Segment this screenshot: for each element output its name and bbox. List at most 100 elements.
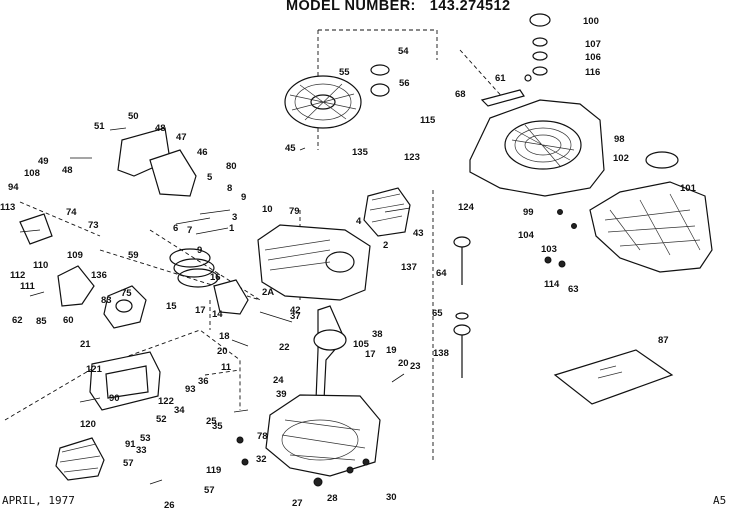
callout-48: 48 [155,123,166,134]
callout-17: 17 [195,305,206,316]
cylinder-block [257,224,371,301]
callout-32: 32 [256,454,267,465]
callout-94: 94 [8,182,19,193]
callout-83: 83 [101,295,112,306]
callout-52: 52 [156,414,167,425]
blower-housing [469,99,605,197]
callout-48: 48 [62,165,73,176]
callout-24: 24 [273,375,284,386]
callout-46: 46 [197,147,208,158]
callout-57: 57 [204,485,215,496]
callout-9: 9 [241,192,246,203]
callout-53: 53 [140,433,151,444]
callout-78: 78 [257,431,268,442]
callout-116: 116 [585,67,600,78]
callout-112: 112 [10,270,25,281]
callout-137: 137 [401,262,417,273]
callout-79: 79 [289,206,300,217]
callout-100: 100 [583,16,599,27]
owners-manual [553,349,674,405]
callout-6: 6 [173,223,178,234]
callout-28: 28 [327,493,338,504]
callout-124: 124 [458,202,475,213]
starter-parts [370,13,551,107]
callout-91: 91 [125,439,136,450]
callout-99: 99 [523,207,534,218]
callout-22: 22 [279,342,290,353]
callout-50: 50 [128,111,139,122]
callout-3: 3 [232,212,237,223]
callout-106: 106 [585,52,601,63]
callout-23: 23 [410,361,421,372]
diagram-title: MODEL NUMBER:143.274512 [286,0,524,14]
callout-121: 121 [86,364,103,375]
callout-102: 102 [613,153,629,164]
fasteners [19,127,577,487]
callout-45: 45 [285,143,296,154]
flywheel [284,75,362,129]
callout-63: 63 [568,284,579,295]
muffler [19,127,197,307]
callout-64: 64 [436,268,447,279]
air-cleaner [55,351,161,481]
callout-20: 20 [398,358,409,369]
callout-108: 108 [24,168,40,179]
callout-36: 36 [198,376,209,387]
callout-104: 104 [518,230,535,241]
callout-38: 38 [372,329,383,340]
callout-17: 17 [365,349,376,360]
callout-111: 111 [20,281,36,292]
callout-75: 75 [121,288,132,299]
piston-rings [169,248,249,315]
dashed-guide-lines [4,29,506,460]
callout-14: 14 [212,309,223,320]
callout-27: 27 [292,498,303,509]
callout-113: 113 [0,202,15,213]
callout-119: 119 [206,465,221,476]
callout-136: 136 [91,270,107,281]
callout-65: 65 [432,308,443,319]
callout-101: 101 [680,183,697,194]
callout-37: 37 [290,311,301,322]
callout-60: 60 [63,315,74,326]
callout-4: 4 [356,216,362,227]
callout-98: 98 [614,134,625,145]
callout-62: 62 [12,315,23,326]
callout-87: 87 [658,335,669,346]
callout-15: 15 [166,301,177,312]
footer-page-code: A5 [713,494,727,507]
callout-110: 110 [33,260,48,271]
callout-39: 39 [276,389,287,400]
callout-122: 122 [158,396,174,407]
callout-9: 9 [197,245,202,256]
callout-138: 138 [433,348,449,359]
callout-51: 51 [94,121,105,132]
callout-30: 30 [386,492,397,503]
callout-57: 57 [123,458,134,469]
callout-135: 135 [352,147,369,158]
model-number-value: 143.274512 [429,0,511,14]
callout-105: 105 [353,339,370,350]
crankshaft [313,305,347,401]
callout-42: 42 [290,305,301,316]
callout-8: 8 [227,183,232,194]
callout-56: 56 [399,78,410,89]
callout-73: 73 [88,220,99,231]
callout-35: 35 [212,421,223,432]
callout-18: 18 [219,331,230,342]
callout-115: 115 [420,115,436,126]
callout-120: 120 [80,419,96,430]
dipstick-tube [453,236,471,378]
callout-107: 107 [585,39,601,50]
callout-33: 33 [136,445,147,456]
callout-34: 34 [174,405,185,416]
callout-19: 19 [386,345,397,356]
callout-10: 10 [262,204,273,215]
callout-16: 16 [210,272,221,283]
callout-11: 11 [221,362,232,373]
callout-74: 74 [66,207,77,218]
callout-54: 54 [398,46,409,57]
callout-2A: 2A [262,287,274,298]
callout-26: 26 [164,500,175,511]
